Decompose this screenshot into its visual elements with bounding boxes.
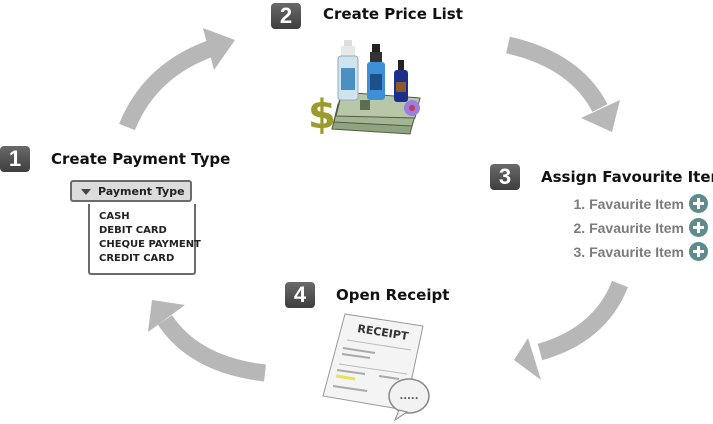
payment-type-options: CASH DEBIT CARD CHEQUE PAYMENT CREDIT CA… [88, 204, 201, 275]
payment-option-cash[interactable]: CASH [99, 211, 130, 222]
arrow-step3-to-step4 [514, 280, 628, 380]
favourite-item-3: 3. Favaurite Item [560, 242, 710, 262]
favourite-item-1: 1. Favaurite Item [560, 194, 710, 214]
favourite-item-1-label: 1. Favaurite Item [573, 196, 685, 212]
spray-bottle-icon [367, 44, 385, 100]
plus-circle-icon[interactable] [689, 242, 708, 261]
plus-circle-icon[interactable] [689, 218, 708, 237]
payment-option-cheque-payment[interactable]: CHEQUE PAYMENT [99, 239, 201, 250]
payment-option-credit-card[interactable]: CREDIT CARD [99, 253, 175, 264]
foam-bottle-icon [337, 40, 359, 101]
step-3-title: Assign Favourite Item [541, 168, 713, 186]
svg-text:.....: ..... [400, 391, 419, 402]
step-1-title: Create Payment Type [51, 150, 231, 168]
plus-circle-icon[interactable] [689, 194, 708, 213]
step-4-title: Open Receipt [336, 286, 450, 304]
dollar-sign-icon: $ [308, 92, 336, 138]
chevron-down-icon [81, 189, 91, 195]
step-3-badge: 3 [490, 164, 520, 190]
favourite-item-2: 2. Favaurite Item [560, 218, 710, 238]
payment-type-dropdown-label: Payment Type [98, 185, 185, 198]
favourite-item-3-label: 3. Favaurite Item [573, 244, 685, 260]
arrow-step1-to-step2 [119, 28, 235, 131]
payment-type-dropdown[interactable]: Payment Type [70, 180, 192, 202]
receipt-illustration: RECEIPT ..... [322, 313, 430, 422]
step-2-title: Create Price List [323, 5, 463, 23]
arrow-step4-to-step1 [148, 300, 267, 382]
price-list-illustration: $ [308, 40, 421, 138]
step-1-badge: 1 [0, 146, 30, 172]
speech-bubble-icon: ..... [388, 378, 430, 422]
payment-option-debit-card[interactable]: DEBIT CARD [99, 225, 167, 236]
favourite-item-2-label: 2. Favaurite Item [573, 220, 685, 236]
arrow-step2-to-step3 [506, 36, 620, 132]
dropper-bottle-icon [394, 60, 408, 102]
step-2-badge: 2 [271, 3, 301, 29]
step-4-badge: 4 [285, 282, 315, 308]
